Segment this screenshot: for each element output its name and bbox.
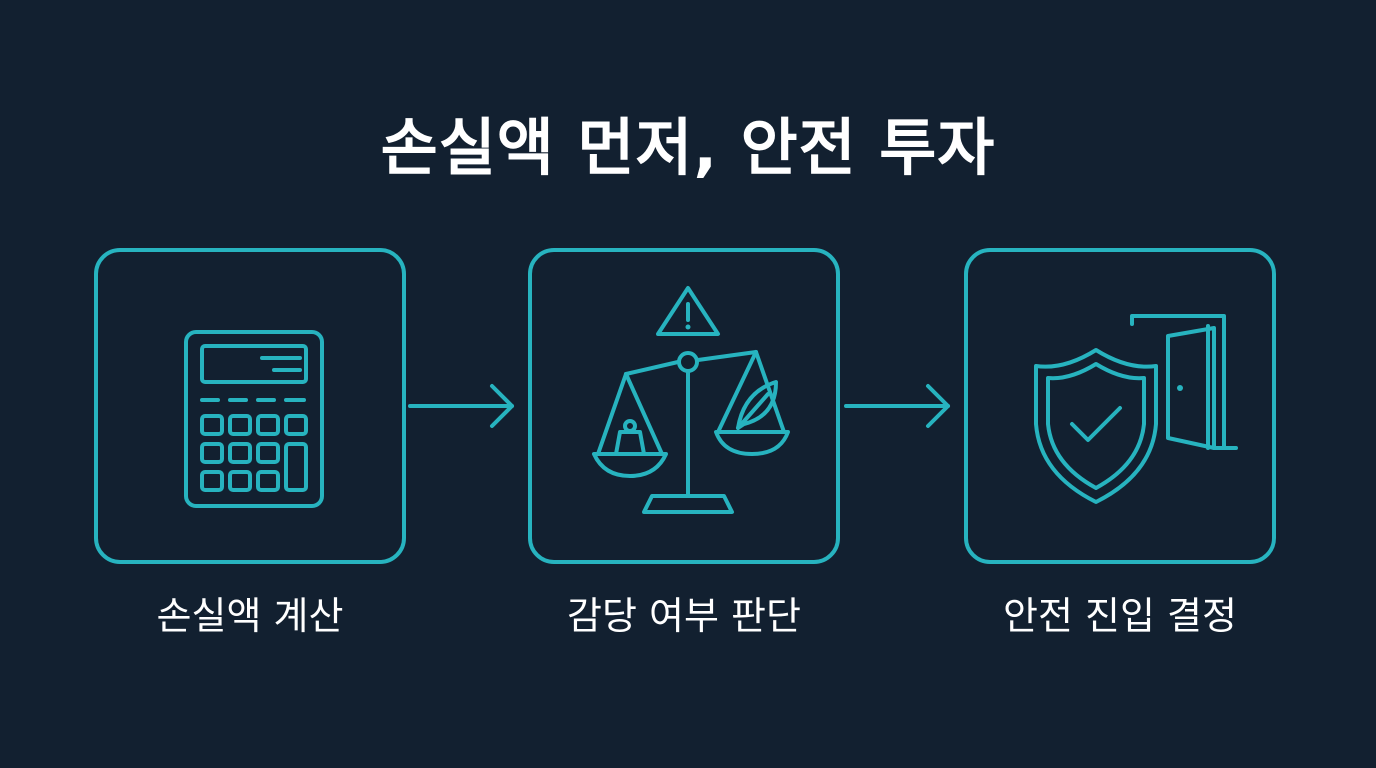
step-label-safe-entry: 안전 진입 결정 [1003,594,1237,638]
step-card-assess-tolerance [528,248,840,564]
arrow-right-icon [844,384,950,428]
balance-scale-warning-icon [592,286,790,514]
step-card-safe-entry [964,248,1276,564]
arrow-right-icon [408,384,514,428]
step-card-calculate-loss [94,248,406,564]
step-label-calculate-loss: 손실액 계산 [156,594,344,638]
step-label-assess-tolerance: 감당 여부 판단 [567,594,801,638]
calculator-icon [184,330,324,508]
page-title: 손실액 먼저, 안전 투자 [380,111,996,184]
shield-check-door-icon [1034,314,1238,504]
